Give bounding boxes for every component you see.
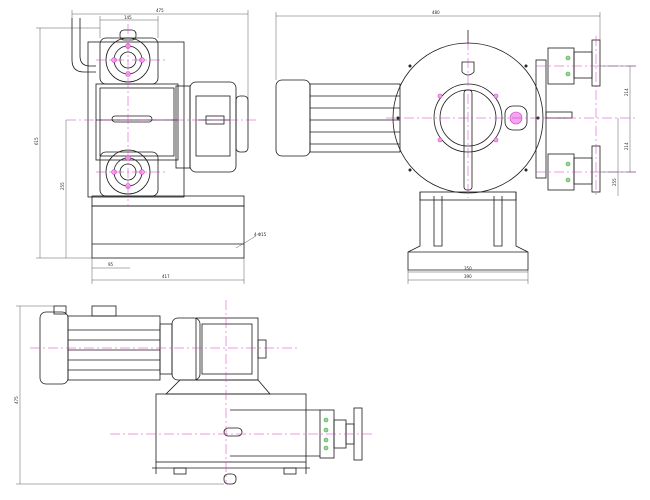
front-view <box>71 18 249 259</box>
base-frame <box>91 195 245 207</box>
pump-body <box>87 41 185 198</box>
dim-side-flange-offset-2: 214 <box>624 142 629 150</box>
dim-side-base-offset: 255 <box>612 178 617 186</box>
top-view-housing <box>155 393 307 463</box>
side-base <box>407 192 529 271</box>
top-view-dimensions <box>16 305 224 485</box>
dim-front-holes: 4-Φ15 <box>254 232 267 237</box>
top-view-centerlines <box>30 300 372 484</box>
side-view <box>275 30 601 271</box>
top-view <box>39 305 363 485</box>
side-view-bolts <box>396 55 571 183</box>
dim-front-base-length: 417 <box>162 274 170 279</box>
front-view-dimensions <box>36 10 257 284</box>
dim-side-flange-offset-1: 214 <box>624 88 629 96</box>
dim-front-base-offset: 95 <box>108 262 114 267</box>
dim-side-overall-width: 480 <box>432 10 440 15</box>
side-view-dimensions <box>275 12 636 284</box>
side-view-centerlines <box>386 36 636 198</box>
dim-side-base-inner: 350 <box>464 266 472 271</box>
top-view-bolts <box>323 417 329 451</box>
dim-front-overall-width: 475 <box>156 8 164 13</box>
dim-front-top-flange: 145 <box>124 15 132 20</box>
pipe-bend <box>71 18 96 73</box>
front-view-centerlines <box>66 24 258 206</box>
dim-front-center-height: 255 <box>60 182 65 190</box>
dim-front-overall-height: 615 <box>34 137 39 145</box>
motor <box>275 79 311 157</box>
dim-side-base-outer: 390 <box>464 274 472 279</box>
dim-top-overall-height: 475 <box>14 396 19 404</box>
top-view-gearbox <box>195 317 259 381</box>
